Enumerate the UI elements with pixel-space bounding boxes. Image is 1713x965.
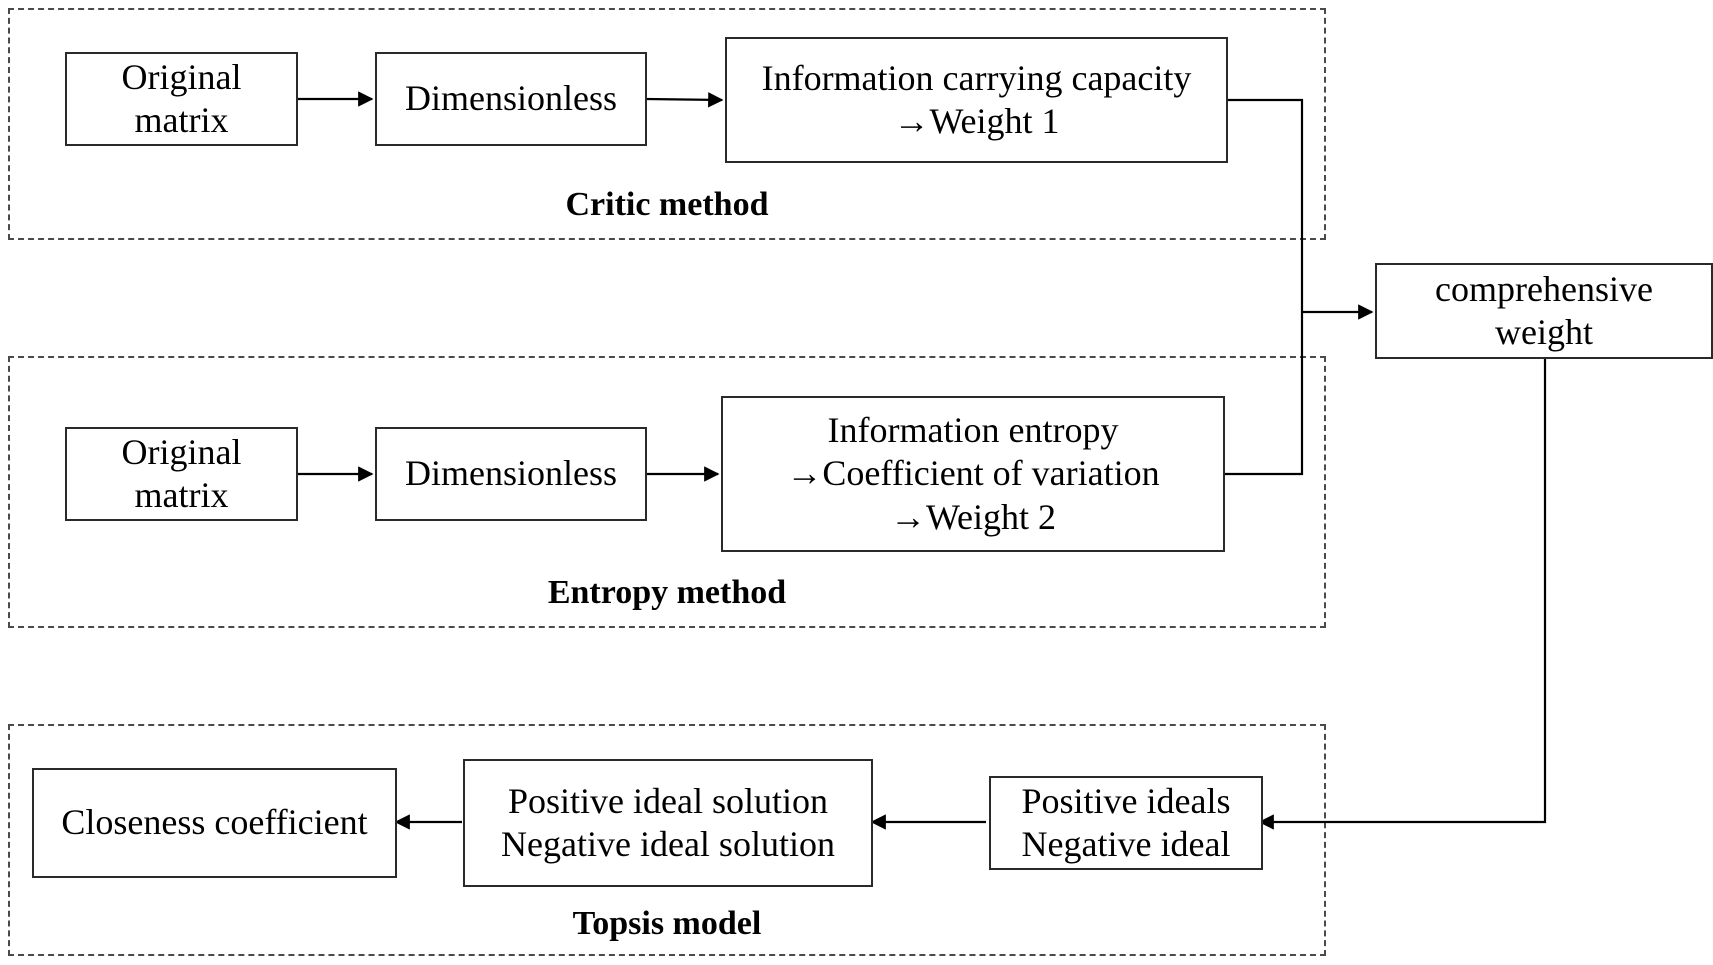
critic-dimensionless-box: Dimensionless — [375, 52, 647, 146]
box-line: Positive ideals — [1021, 780, 1231, 821]
topsis-model-title: Topsis model — [572, 905, 762, 942]
box-line: Dimensionless — [405, 453, 617, 494]
critic-method-title: Critic method — [565, 186, 769, 223]
entropy-method-group — [8, 356, 1326, 628]
box-line: Dimensionless — [405, 78, 617, 119]
box-line: matrix — [134, 100, 229, 140]
comprehensive-weight-box: comprehensive weight — [1375, 263, 1713, 359]
critic-original-matrix-box: Original matrix — [65, 52, 298, 146]
critic-information-capacity-box: Information carrying capacity →Weight 1 — [725, 37, 1228, 163]
entropy-information-entropy-box: Information entropy →Coefficient of vari… — [721, 396, 1225, 552]
box-line: →Weight 1 — [893, 101, 1060, 141]
box-line: Original — [121, 431, 242, 472]
ideal-solution-box: Positive ideal solution Negative ideal s… — [463, 759, 873, 887]
wire-entropy-result-to-merge — [1222, 312, 1304, 476]
wire-critic-result-to-merge — [1226, 98, 1304, 312]
box-line: →Weight 2 — [889, 496, 1057, 537]
positive-negative-ideals-box: Positive ideals Negative ideal — [989, 776, 1263, 870]
critic-method-group — [8, 8, 1326, 240]
topsis-model-group — [8, 724, 1326, 956]
box-line: Negative ideal solution — [501, 824, 835, 864]
arrow-comprehensive-weight-to-ideals — [1258, 358, 1547, 830]
box-line: Original — [121, 56, 242, 97]
box-line: weight — [1495, 312, 1593, 352]
box-line: comprehensive — [1435, 268, 1653, 309]
box-line: Information carrying capacity — [761, 57, 1192, 98]
arrow-critic-dimensionless-to-result — [645, 92, 724, 108]
closeness-coefficient-box: Closeness coefficient — [32, 768, 397, 878]
box-line: Positive ideal solution — [508, 780, 828, 821]
entropy-method-title: Entropy method — [547, 574, 787, 611]
box-line: Negative ideal — [1021, 824, 1231, 864]
box-line: →Coefficient of variation — [786, 453, 1160, 494]
box-line: Closeness coefficient — [61, 802, 368, 843]
box-line: matrix — [134, 475, 229, 515]
entropy-original-matrix-box: Original matrix — [65, 427, 298, 521]
entropy-dimensionless-box: Dimensionless — [375, 427, 647, 521]
box-line: Information entropy — [827, 410, 1119, 451]
